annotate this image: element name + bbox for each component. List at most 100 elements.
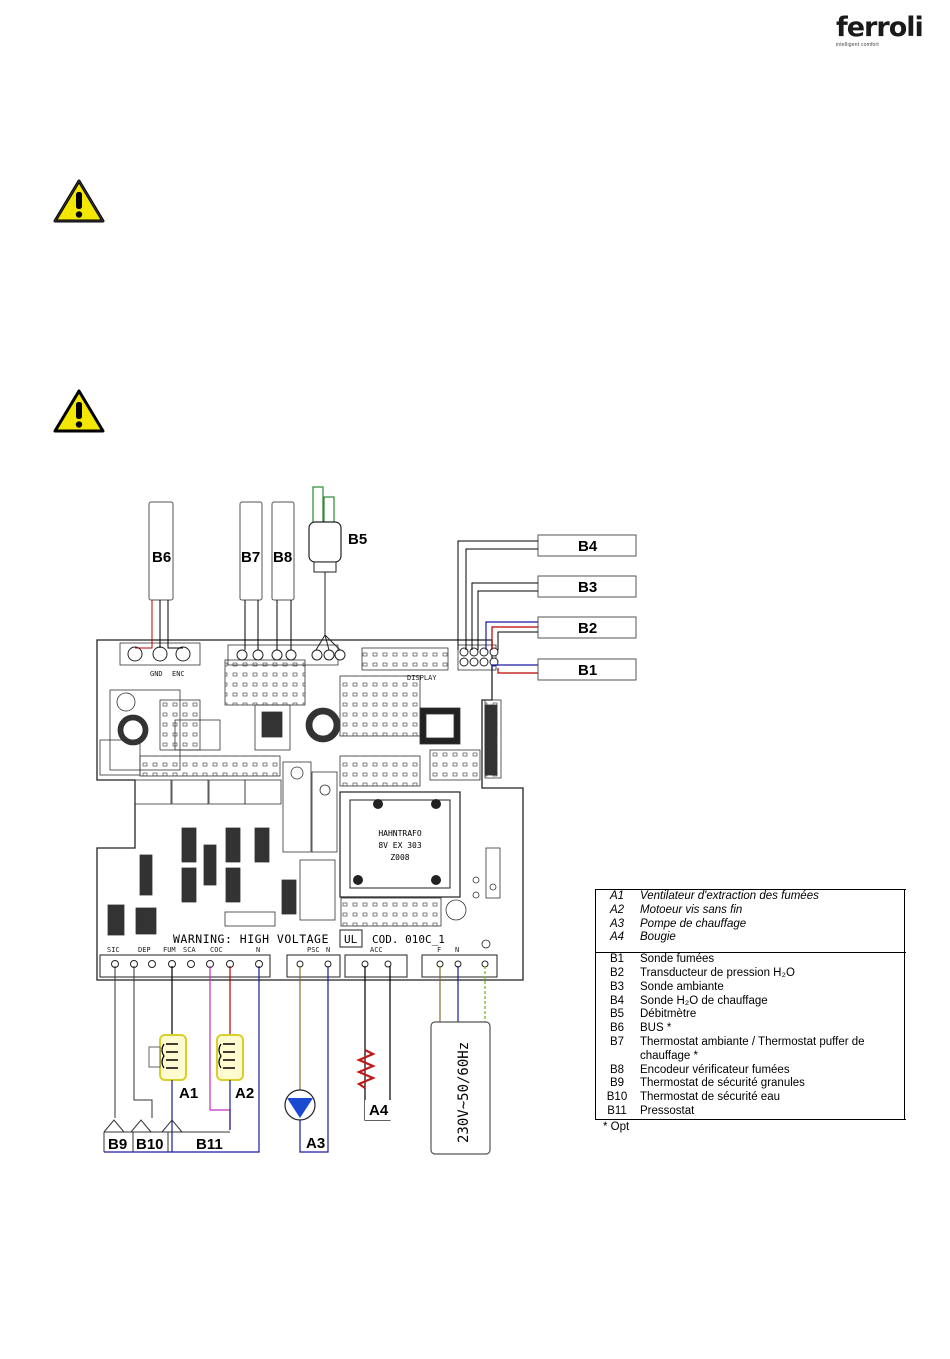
legend-row: B1 Sonde fumées: [596, 953, 906, 967]
pump-a3: [284, 966, 329, 1153]
ul-mark: UL: [344, 933, 358, 946]
legend-code: B8: [609, 1063, 625, 1076]
warning-triangle-icon: [53, 179, 105, 223]
sensor-b4: [537, 534, 637, 557]
term-label-f: F: [437, 946, 441, 954]
legend-row: B2 Transducteur de pression H₂O: [596, 967, 906, 981]
transformer-line-3: Z008: [390, 853, 409, 862]
bottom-terminals: [99, 954, 498, 978]
label-enc: ENC: [172, 670, 185, 678]
legend-text: Thermostat ambiante / Thermostat puffer …: [640, 1035, 865, 1062]
brand-logo: ferroli intelligent comfort: [836, 12, 924, 54]
high-voltage-warning: WARNING: HIGH VOLTAGE: [173, 932, 329, 946]
transformer-line-1: HAHNTRAFO: [378, 829, 422, 838]
term-label-n3: N: [455, 946, 459, 954]
legend-code: B2: [609, 966, 625, 979]
legend-text: Sonde H₂O de chauffage: [640, 994, 768, 1007]
power-rating: 230V~50/60Hz: [456, 1042, 472, 1143]
igniter-a4: [356, 966, 391, 1121]
legend-code: A2: [609, 903, 625, 916]
top-terminals: [127, 646, 499, 667]
brand-tagline: intelligent comfort: [836, 42, 879, 48]
legend-code: B3: [609, 980, 625, 993]
power-supply: 230V~50/60Hz: [430, 966, 491, 1155]
term-label-psc: PSC: [307, 946, 320, 954]
label-gnd: GND: [150, 670, 163, 678]
label-a1: A1: [179, 1085, 198, 1102]
legend-text: Thermostat de sécurité eau: [640, 1091, 780, 1104]
legend-row: B5 Débitmètre: [596, 1008, 906, 1022]
legend-note: * Opt: [603, 1120, 630, 1133]
term-label-dep: DEP: [138, 946, 151, 954]
warning-triangle-icon: [53, 389, 105, 433]
legend-code: B4: [609, 994, 625, 1007]
board-code: COD. 010C_1: [372, 933, 445, 946]
legend-text: Sonde ambiante: [640, 980, 724, 993]
label-b5: B5: [348, 531, 367, 548]
label-b11: B11: [196, 1136, 223, 1153]
flowmeter-b5: [308, 486, 342, 651]
legend-row: B4 Sonde H₂O de chauffage: [596, 995, 906, 1009]
legend-text: Débitmètre: [640, 1008, 697, 1021]
legend-code: B6: [609, 1022, 625, 1035]
legend-row: B6 BUS *: [596, 1022, 906, 1036]
sensor-b1: [537, 658, 637, 681]
label-b7: B7: [241, 549, 260, 566]
wiring-diagram: HAHNTRAFO 8V EX 303 Z008 WARNING: HIGH V…: [96, 486, 637, 1155]
label-b4: B4: [578, 538, 598, 555]
sensor-b8: [271, 501, 295, 601]
transformer-line-2: 8V EX 303: [378, 841, 422, 850]
legend-code: B11: [596, 1104, 638, 1120]
label-a3: A3: [306, 1135, 325, 1152]
legend-row: B9 Thermostat de sécurité granules: [596, 1077, 906, 1091]
legend-text: Pressostat: [638, 1104, 906, 1120]
label-b8: B8: [273, 549, 292, 566]
legend-row: B3 Sonde ambiante: [596, 981, 906, 995]
legend-row: A2 Motoeur vis sans fin: [596, 904, 906, 918]
legend-code: A1: [596, 888, 638, 904]
legend-row: A3 Pompe de chauffage: [596, 918, 906, 932]
brand-name: ferroli: [836, 12, 924, 43]
label-display: DISPLAY: [407, 674, 437, 682]
legend-text: Thermostat de sécurité granules: [640, 1077, 805, 1090]
term-label-coc: COC: [210, 946, 223, 954]
term-label-sca: SCA: [183, 946, 196, 954]
legend-text: Transducteur de pression H₂O: [640, 966, 795, 979]
fan-a1: [148, 966, 187, 1152]
legend-text: Motoeur vis sans fin: [640, 903, 743, 916]
legend-code: B5: [609, 1008, 625, 1021]
legend-code: B7: [609, 1035, 625, 1048]
sensor-b3: [537, 575, 637, 598]
label-b2: B2: [578, 620, 597, 637]
motor-a2: [209, 966, 244, 1130]
legend-row: B8 Encodeur vérificateur fumées: [596, 1064, 906, 1078]
label-a2: A2: [235, 1085, 254, 1102]
legend-text: Bougie: [640, 931, 676, 944]
legend-code: A3: [609, 917, 625, 930]
legend-row: B10 Thermostat de sécurité eau: [596, 1091, 906, 1105]
legend-text: Pompe de chauffage: [640, 917, 747, 930]
earth-icon: [481, 939, 491, 949]
legend-row: B11 Pressostat: [596, 1104, 906, 1120]
legend-code: B1: [609, 953, 625, 966]
legend-row: B7 Thermostat ambiante / Thermostat puff…: [596, 1036, 906, 1064]
legend-code: B9: [609, 1077, 625, 1090]
term-label-n1: N: [256, 946, 260, 954]
legend-text: BUS *: [640, 1022, 672, 1035]
term-label-fum: FUM: [163, 946, 176, 954]
legend-text: Sonde fumées: [640, 953, 715, 966]
term-label-acc: ACC: [370, 946, 383, 954]
label-a4: A4: [369, 1102, 389, 1119]
sensor-b7: [239, 501, 263, 601]
legend-code: A4: [609, 931, 625, 944]
label-b1: B1: [578, 662, 597, 679]
label-b3: B3: [578, 579, 597, 596]
legend-text: Encodeur vérificateur fumées: [640, 1063, 790, 1076]
thermostats-b9-b11: [103, 966, 230, 1152]
legend-row: A1 Ventilateur d'extraction des fumées: [596, 888, 906, 904]
legend-code: B10: [606, 1091, 628, 1104]
legend-text: Ventilateur d'extraction des fumées: [638, 888, 906, 904]
term-label-sic: SIC: [107, 946, 120, 954]
label-b9: B9: [108, 1136, 127, 1153]
legend: A1 Ventilateur d'extraction des fumées A…: [595, 888, 906, 1133]
